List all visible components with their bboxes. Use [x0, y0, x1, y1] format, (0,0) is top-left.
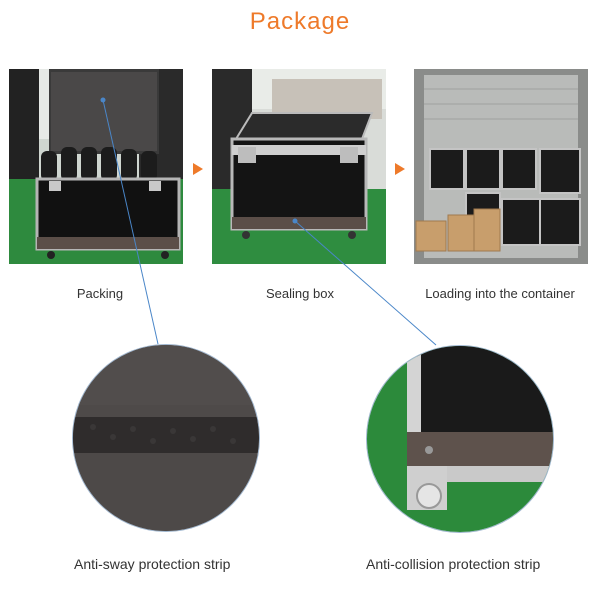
arrow-right-icon	[193, 163, 203, 175]
detail-caption-anti-collision: Anti-collision protection strip	[366, 556, 541, 572]
sealing-box-photo	[212, 69, 386, 264]
page-title: Package	[249, 8, 351, 35]
anti-collision-detail-circle	[366, 345, 554, 533]
step-caption-sealing-box: Sealing box	[266, 286, 334, 301]
arrow-right-icon	[395, 163, 405, 175]
detail-caption-anti-sway: Anti-sway protection strip	[74, 556, 231, 572]
container-loading-photo	[414, 69, 588, 264]
step-caption-packing: Packing	[76, 286, 124, 301]
packing-photo	[9, 69, 183, 264]
step-caption-loading: Loading into the container	[425, 286, 575, 301]
anti-sway-detail-circle	[72, 344, 260, 532]
